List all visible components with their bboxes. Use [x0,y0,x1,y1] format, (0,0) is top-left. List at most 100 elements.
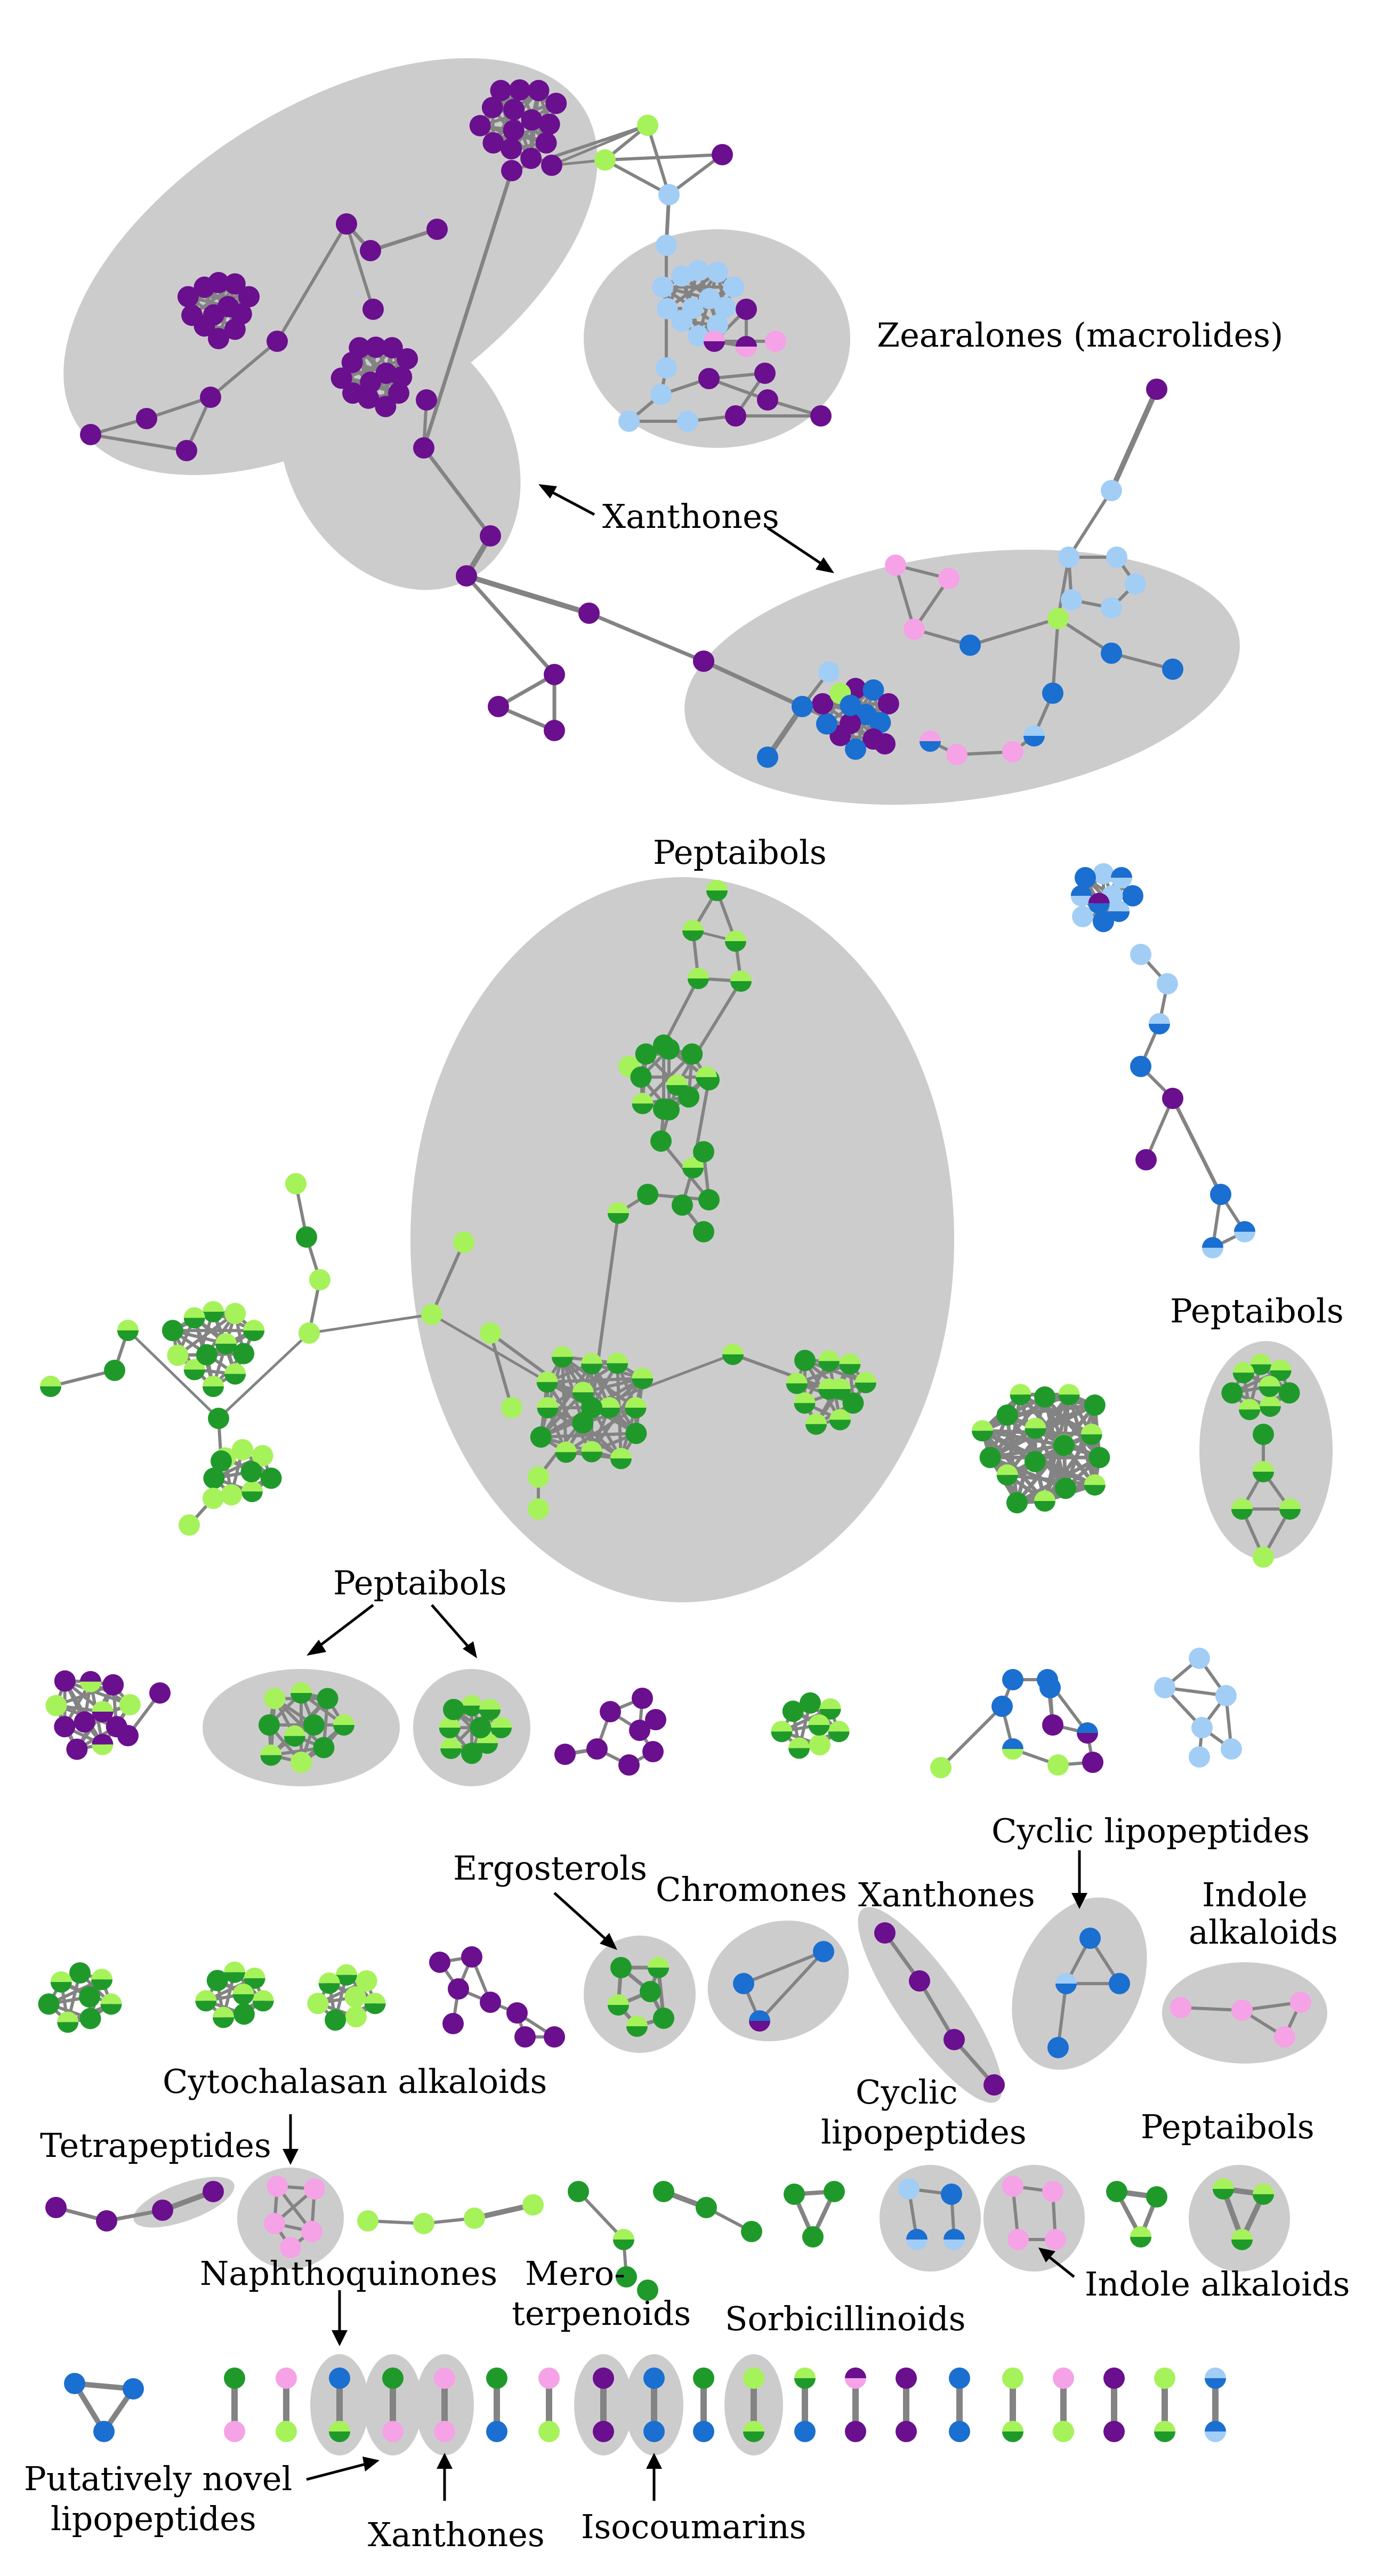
network-node [461,1946,482,1968]
arrow-cyclic-lipopeptides [1071,1850,1087,1909]
node-fill [1093,911,1114,933]
node-top-half [243,1320,265,1331]
node-fill [650,384,672,405]
network-node [1189,1648,1210,1669]
node-fill [1042,2181,1063,2202]
node-fill [653,2181,674,2202]
node-fill [538,2421,560,2442]
node-bottom-half [291,1693,312,1704]
node-fill [637,115,658,136]
network-node [397,348,418,370]
network-node [360,371,382,393]
node-fill [840,712,861,734]
node-top-half [1270,1359,1292,1370]
node-fill [461,1743,482,1764]
node-bottom-half [818,1361,840,1372]
node-bottom-half [706,890,728,901]
node-fill [1088,1447,1110,1468]
node-top-half [336,1964,357,1975]
network-node [317,1688,338,1710]
network-node [1154,2368,1175,2389]
node-fill [521,109,543,131]
network-node [1278,1382,1300,1404]
network-node [1082,1752,1103,1773]
network-node [840,712,861,734]
node-fill [434,2368,455,2389]
network-node [92,1734,114,1755]
node-fill [1146,379,1167,400]
node-bottom-half [1234,1232,1255,1242]
network-node [698,368,720,389]
node-bottom-half [625,1408,647,1418]
node-top-half [1205,2368,1226,2378]
network-node [1053,1434,1075,1456]
network-node [1072,905,1094,927]
node-fill [736,299,757,320]
node-fill [64,2373,85,2394]
node-bottom-half [490,1728,512,1738]
node-top-half [1002,2421,1023,2431]
network-node [490,79,512,101]
network-edge [1015,1443,1066,1505]
node-fill [800,1692,821,1714]
network-node [1093,911,1114,933]
node-bottom-half [1002,2431,1023,2442]
node-fill [136,408,157,429]
network-edge [89,433,188,452]
node-top-half [537,1397,559,1408]
network-node [264,2213,285,2234]
network-node [40,1376,61,1397]
label-peptaibols-right: Peptaibols [1170,1291,1344,1330]
node-fill [38,1993,60,2015]
node-top-half [805,1413,827,1424]
network-edge [49,1369,116,1388]
network-node [1055,1478,1077,1499]
network-node [1232,1362,1254,1384]
node-fill [1130,944,1151,965]
network-node [552,1346,573,1368]
network-node [1106,547,1127,568]
node-fill [238,286,260,308]
network-node [618,411,640,432]
network-node [426,219,448,240]
network-node [682,298,704,319]
node-fill [594,149,616,171]
network-node [1135,1149,1157,1170]
network-node [544,720,565,741]
network-node [285,1173,307,1194]
node-fill [568,2181,589,2202]
node-bottom-half [794,2378,816,2389]
node-fill [416,389,437,411]
network-node [1170,1997,1191,2018]
node-fill [544,2026,565,2048]
node-fill [102,1674,124,1696]
network-edge [641,1052,694,1105]
node-fill [544,720,565,741]
node-fill [413,2213,434,2234]
network-node [909,1970,930,1992]
node-top-half [786,1373,808,1384]
network-node [653,2008,674,2029]
node-fill [1162,1088,1183,1109]
label-cytochalasan: Cytochalasan alkaloids [163,2062,547,2101]
node-fill [208,1408,229,1429]
network-node [658,1038,680,1060]
node-top-half [828,1721,850,1732]
cluster-peptaibols-right [1199,1341,1333,1560]
network-node [818,1350,840,1372]
network-node [318,1972,340,1994]
node-top-half [808,1714,830,1725]
node-top-half [1253,1461,1274,1472]
network-node [215,1333,237,1354]
node-bottom-half [260,1755,282,1766]
node-fill [1053,2368,1074,2389]
network-node [741,2221,762,2242]
label-xanthones-top: Xanthones [602,497,779,536]
node-fill [503,99,525,121]
arrow-xanthones-left [538,484,595,516]
node-fill [757,389,778,411]
label-peptaibols-main: Peptaibols [653,833,827,872]
node-fill [818,661,840,683]
node-fill [330,367,352,389]
label-zearalones: Zearalones (macrolides) [877,316,1283,355]
